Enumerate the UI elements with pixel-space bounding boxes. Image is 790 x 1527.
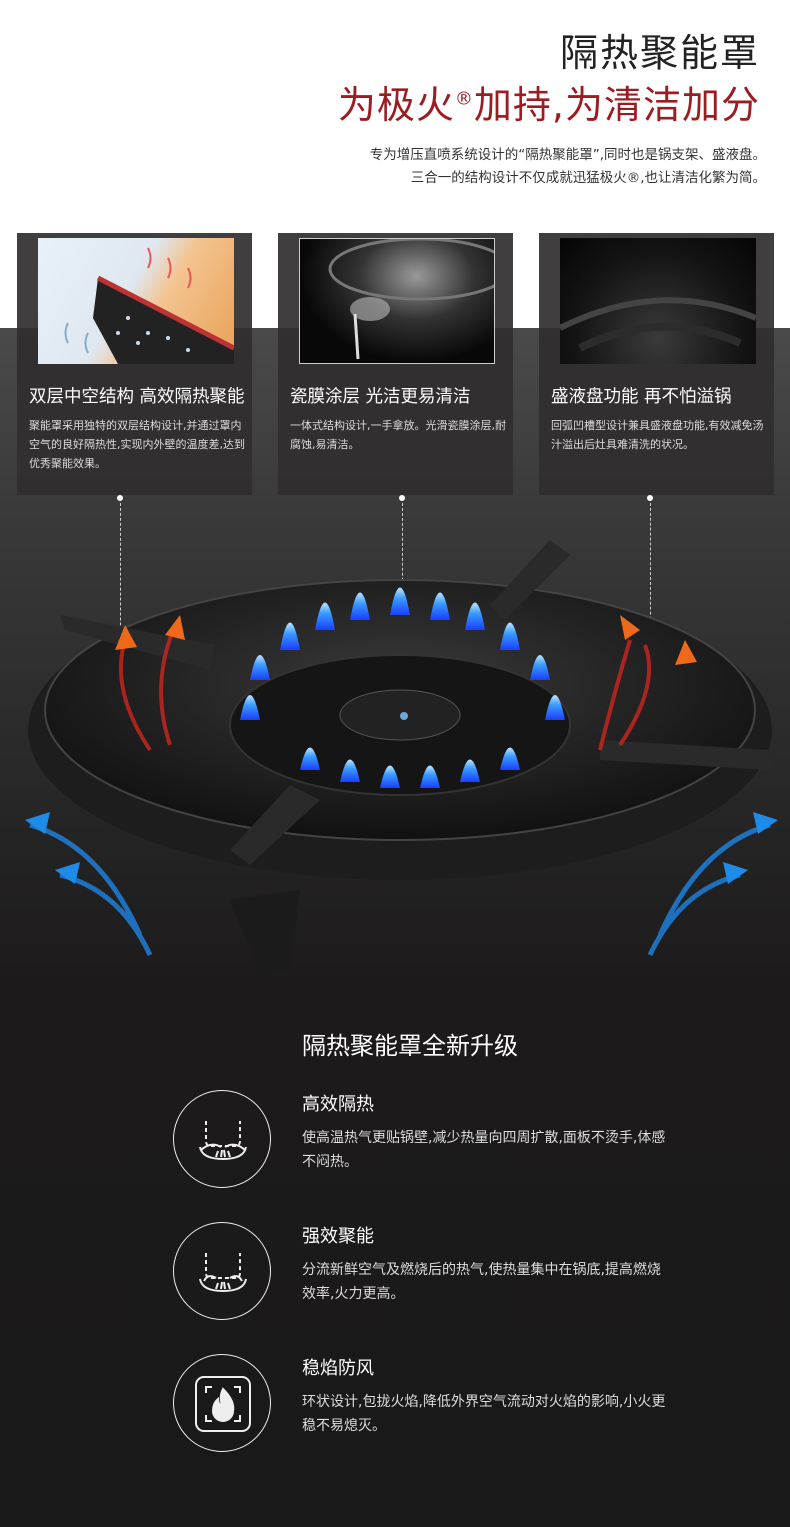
page-subtitle: 为极火®加持,为清洁加分: [338, 74, 760, 129]
callout-dot: [647, 495, 653, 501]
card-description: 聚能罩采用独特的双层结构设计,并通过罩内空气的良好隔热性,实现内外壁的温度差,达…: [29, 419, 245, 470]
stove-burner-illustration: [25, 540, 778, 975]
callout-line: [650, 498, 651, 664]
upgrade-title: 隔热聚能罩全新升级: [302, 1032, 518, 1060]
subtitle-part: 为极火: [337, 83, 455, 127]
callout-dot: [117, 495, 123, 501]
energy-focus-icon: [173, 1222, 271, 1320]
feature-heat-insulation: 高效隔热 使高温热气更贴锅壁,减少热量向四周扩散,面板不烫手,体感不闷热。: [0, 1090, 790, 1200]
feature-description: 分流新鲜空气及燃烧后的热气,使热量集中在锅底,提高燃烧效率,火力更高。: [302, 1262, 661, 1302]
intro-text: 专为增压直喷系统设计的“隔热聚能罩”,同时也是锅支架、盛液盘。 三合一的结构设计…: [370, 144, 766, 190]
callout-dot: [399, 495, 405, 501]
card-description: 回弧凹槽型设计兼具盛液盘功能,有效减免汤汁溢出后灶具难清洗的状况。: [551, 419, 764, 451]
ceramic-coating-image: [299, 238, 495, 364]
feature-title: 高效隔热: [302, 1094, 374, 1115]
feature-description: 使高温热气更贴锅壁,减少热量向四周扩散,面板不烫手,体感不闷热。: [302, 1130, 666, 1170]
callout-line: [120, 498, 121, 720]
feature-card-double-layer: 双层中空结构 高效隔热聚能 聚能罩采用独特的双层结构设计,并通过罩内空气的良好隔…: [17, 233, 252, 495]
ceramic-coating-illustration: [328, 239, 494, 360]
blue-flames: [240, 587, 565, 788]
drip-tray-illustration: [560, 297, 756, 352]
feature-card-drip-tray: 盛液盘功能 再不怕溢锅 回弧凹槽型设计兼具盛液盘功能,有效减免汤汁溢出后灶具难清…: [539, 233, 774, 495]
card-title: 双层中空结构 高效隔热聚能: [29, 387, 245, 407]
double-layer-illustration: [64, 247, 234, 364]
feature-windproof: 稳焰防风 环状设计,包拢火焰,降低外界空气流动对火焰的影响,小火更稳不易熄灭。: [0, 1354, 790, 1464]
feature-energy-focus: 强效聚能 分流新鲜空气及燃烧后的热气,使热量集中在锅底,提高燃烧效率,火力更高。: [0, 1222, 790, 1332]
windproof-flame-icon: [173, 1354, 271, 1452]
feature-card-ceramic-coating: 瓷膜涂层 光洁更易清洁 一体式结构设计,一手拿放。光滑瓷膜涂层,耐腐蚀,易清洁。: [278, 233, 513, 495]
heat-arrows-red: [118, 624, 652, 752]
heat-insulation-icon: [173, 1090, 271, 1188]
card-title: 瓷膜涂层 光洁更易清洁: [290, 387, 471, 407]
feature-title: 强效聚能: [302, 1226, 374, 1247]
drip-tray-image: [560, 238, 756, 364]
intro-line: 专为增压直喷系统设计的“隔热聚能罩”,同时也是锅支架、盛液盘。: [369, 147, 766, 163]
card-description: 一体式结构设计,一手拿放。光滑瓷膜涂层,耐腐蚀,易清洁。: [290, 419, 506, 451]
feature-title: 稳焰防风: [302, 1358, 374, 1379]
double-layer-image: [38, 238, 234, 364]
subtitle-part: 加持,为清洁加分: [473, 83, 760, 127]
page-title: 隔热聚能罩: [559, 31, 760, 75]
registered-mark: ®: [454, 88, 474, 110]
feature-description: 环状设计,包拢火焰,降低外界空气流动对火焰的影响,小火更稳不易熄灭。: [302, 1394, 666, 1434]
intro-line: 三合一的结构设计不仅成就迅猛极火®,也让清洁化繁为简。: [410, 170, 766, 186]
card-title: 盛液盘功能 再不怕溢锅: [551, 387, 732, 407]
